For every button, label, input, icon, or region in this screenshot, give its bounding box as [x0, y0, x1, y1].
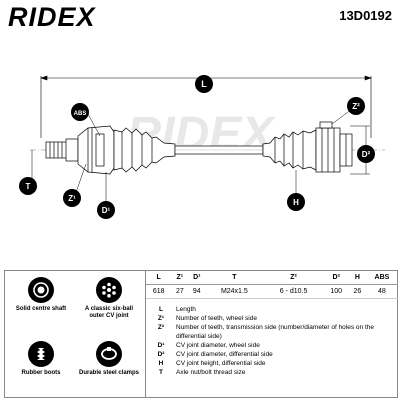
legend-key: D²: [157, 351, 165, 358]
spec-value: 100: [323, 284, 349, 299]
callout-t: T: [19, 177, 37, 195]
feature-steel-clamps: Durable steel clamps: [77, 341, 141, 377]
spec-header: H: [348, 271, 366, 285]
spec-value: 6 - d10.5: [263, 284, 324, 299]
info-panel: Solid centre shaft A classic six-ball ou…: [4, 270, 398, 398]
callout-d1: D¹: [97, 201, 115, 219]
rubber-boot-icon: [28, 341, 54, 367]
legend-row: Z² Number of teeth, transmission side (n…: [146, 323, 398, 341]
spec-header: D¹: [188, 271, 206, 285]
legend-text: CV joint diameter, wheel side: [176, 342, 260, 349]
spec-header: D²: [323, 271, 349, 285]
brand-logo: RIDEX: [8, 2, 96, 32]
legend-row: Z¹ Number of teeth, wheel side: [146, 314, 398, 323]
legend-key: Z¹: [157, 315, 165, 322]
feature-label: A classic six-ball outer CV joint: [84, 306, 134, 319]
outer-cv-joint: [77, 125, 115, 175]
cv-joint-icon: [96, 277, 122, 303]
legend-key: T: [159, 369, 163, 376]
solid-shaft-icon: [28, 277, 54, 303]
callout-d2: D²: [357, 145, 375, 163]
outer-boot: [113, 127, 176, 173]
inner-cv-joint: [315, 121, 353, 173]
legend-key: D¹: [157, 342, 165, 349]
svg-text:L: L: [201, 79, 207, 89]
spec-value: 94: [188, 284, 206, 299]
legend-text: Axle nut/bolt thread size: [176, 369, 246, 376]
svg-text:Z¹: Z¹: [68, 194, 76, 203]
spec-header: Z²: [263, 271, 324, 285]
drive-shaft-drawing: RIDEX: [19, 75, 385, 219]
spec-legend: L Length Z¹ Number of teeth, wheel side …: [146, 305, 398, 377]
steel-clamp-icon: [96, 341, 122, 367]
feature-rubber-boots: Rubber boots: [9, 341, 73, 377]
spec-header: Z¹: [171, 271, 189, 285]
callout-l: L: [195, 75, 213, 93]
spec-value: 618: [146, 284, 172, 299]
legend-text: Number of teeth, transmission side (numb…: [176, 324, 374, 340]
spec-header-row: L Z¹ D¹ T Z² D² H ABS: [146, 271, 398, 285]
callout-h: H: [287, 193, 305, 211]
spec-value: 27: [171, 284, 189, 299]
legend-row: H CV joint height, differential side: [146, 359, 398, 368]
svg-text:ABS: ABS: [74, 111, 87, 117]
spec-header: T: [205, 271, 264, 285]
callout-abs: ABS: [71, 103, 89, 121]
legend-row: T Axle nut/bolt thread size: [146, 368, 398, 377]
feature-cv-joint: A classic six-ball outer CV joint: [77, 277, 141, 320]
spec-value: 48: [365, 284, 398, 299]
feature-label: Solid centre shaft: [15, 306, 67, 312]
centre-shaft: [174, 145, 264, 155]
spec-table: L Z¹ D¹ T Z² D² H ABS 618 27 94 M24x1.5 …: [146, 271, 398, 299]
feature-solid-shaft: Solid centre shaft: [9, 277, 73, 313]
svg-text:T: T: [26, 182, 31, 191]
svg-text:D¹: D¹: [102, 206, 111, 215]
svg-text:Z²: Z²: [352, 102, 360, 111]
callout-z2: Z²: [347, 97, 365, 115]
legend-row: L Length: [146, 305, 398, 314]
spec-value-row: 618 27 94 M24x1.5 6 - d10.5 100 26 48: [146, 284, 398, 299]
legend-row: D¹ CV joint diameter, wheel side: [146, 341, 398, 350]
spec-value: 26: [348, 284, 366, 299]
spec-value: M24x1.5: [205, 284, 264, 299]
legend-text: Number of teeth, wheel side: [176, 315, 257, 322]
legend-key: H: [158, 360, 164, 367]
part-number: 13D0192: [339, 8, 392, 23]
spec-header: ABS: [365, 271, 398, 285]
legend-text: Length: [176, 306, 196, 313]
specifications: L Z¹ D¹ T Z² D² H ABS 618 27 94 M24x1.5 …: [145, 271, 398, 397]
legend-row: D² CV joint diameter, differential side: [146, 350, 398, 359]
feature-label: Rubber boots: [21, 370, 61, 376]
svg-text:H: H: [293, 198, 299, 207]
spec-header: L: [146, 271, 172, 285]
legend-key: Z²: [157, 324, 165, 331]
wheel-side-stub: [45, 138, 79, 162]
legend-text: CV joint height, differential side: [176, 360, 266, 367]
legend-key: L: [159, 306, 163, 313]
callout-z1: Z¹: [63, 189, 81, 207]
feature-label: Durable steel clamps: [78, 370, 140, 376]
legend-text: CV joint diameter, differential side: [176, 351, 273, 358]
svg-text:D²: D²: [362, 150, 371, 159]
